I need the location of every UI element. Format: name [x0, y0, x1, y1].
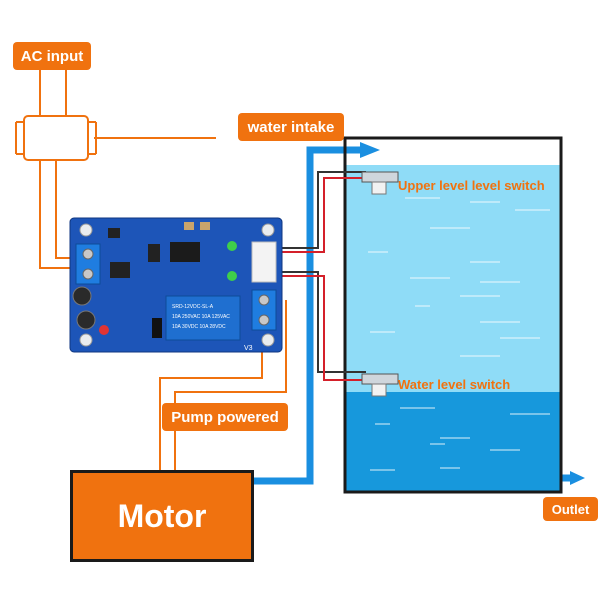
- relay-markings: SRD-12VDC-SL-A 10A 250VAC 10A 125VAC 10A…: [172, 304, 230, 330]
- relay-module-board: [69, 217, 283, 353]
- relay-text-3: 10A 30VDC 10A 28VDC: [172, 324, 226, 330]
- ac-input-label: AC input: [13, 42, 91, 70]
- upper-level-switch-icon: [361, 171, 399, 195]
- ac-plug: [15, 115, 97, 161]
- water-tank-outline: [343, 136, 563, 494]
- water-level-switch-label: Water level switch: [398, 377, 511, 392]
- water-intake-label: water intake: [238, 113, 344, 141]
- water-ripples: [368, 197, 550, 471]
- motor-label: Motor: [117, 497, 207, 534]
- water-tank-light: [345, 165, 561, 392]
- water-tank-dark: [345, 392, 561, 492]
- relay-text-2: 10A 250VAC 10A 125VAC: [172, 314, 230, 320]
- board-silk-v3: V3: [244, 345, 253, 352]
- outlet-label: Outlet: [543, 497, 598, 521]
- motor-box: Motor: [70, 470, 254, 562]
- outlet-arrow: [570, 471, 585, 485]
- upper-level-switch-label: Upper level level switch: [398, 178, 545, 193]
- sensor-wires: [280, 171, 366, 381]
- water-level-switch-icon: [361, 373, 399, 397]
- intake-arrow: [360, 142, 380, 158]
- relay-text-1: SRD-12VDC-SL-A: [172, 304, 214, 310]
- pump-powered-label: Pump powered: [162, 403, 288, 431]
